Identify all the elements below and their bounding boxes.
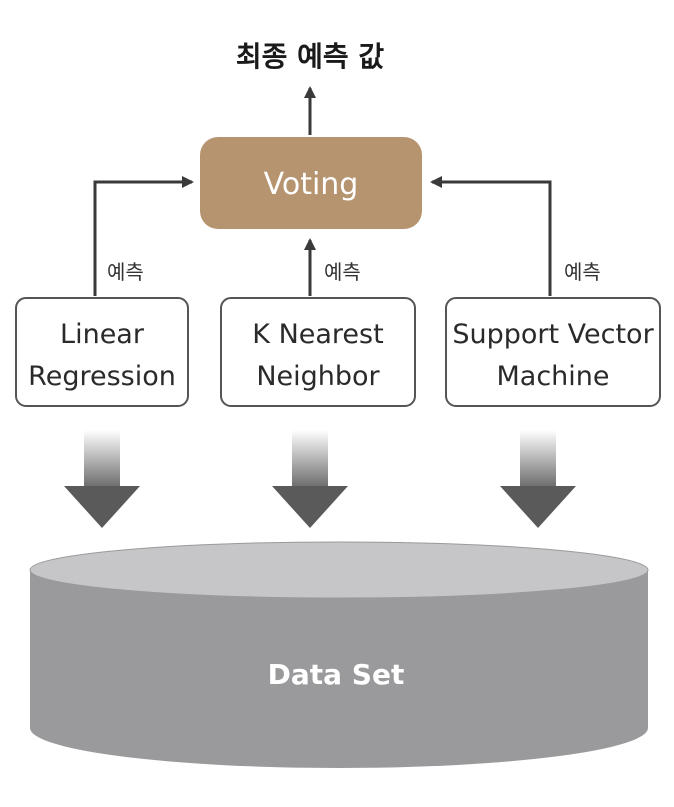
voting-box <box>200 137 422 229</box>
prediction-label-svm: 예측 <box>564 260 601 284</box>
model-linear-regression: Linear Regression <box>15 297 189 407</box>
data-flow-arrow-svm <box>500 430 576 528</box>
voting-label: Voting <box>264 167 359 202</box>
data-flow-arrow-knn <box>272 430 348 528</box>
model-box <box>445 297 661 407</box>
dataset-cylinder: Data Set <box>29 541 649 768</box>
prediction-label-linear-regression: 예측 <box>107 260 144 284</box>
model-name-line2: Neighbor <box>256 361 380 392</box>
voting-node: Voting <box>200 137 422 229</box>
dataset-label: Data Set <box>268 658 405 691</box>
model-name-line1: K Nearest <box>252 319 383 350</box>
cylinder-body <box>30 570 648 768</box>
model-name-line1: Support Vector <box>452 319 654 350</box>
cylinder-top <box>29 541 649 599</box>
svm-to-voting-arrow <box>430 176 552 296</box>
model-box <box>15 297 189 407</box>
model-name-line2: Machine <box>496 361 609 392</box>
model-name-line2: Regression <box>28 361 176 392</box>
prediction-label-knn: 예측 <box>324 260 361 284</box>
data-flow-arrow-linear-regression <box>64 430 140 528</box>
model-support-vector-machine: Support Vector Machine <box>445 297 661 407</box>
model-k-nearest-neighbor: K Nearest Neighbor <box>220 297 416 407</box>
final-prediction-label: 최종 예측 값 <box>236 40 385 73</box>
model-name-line1: Linear <box>60 319 145 350</box>
model-box <box>220 297 416 407</box>
linear-regression-to-voting-arrow <box>93 176 194 296</box>
